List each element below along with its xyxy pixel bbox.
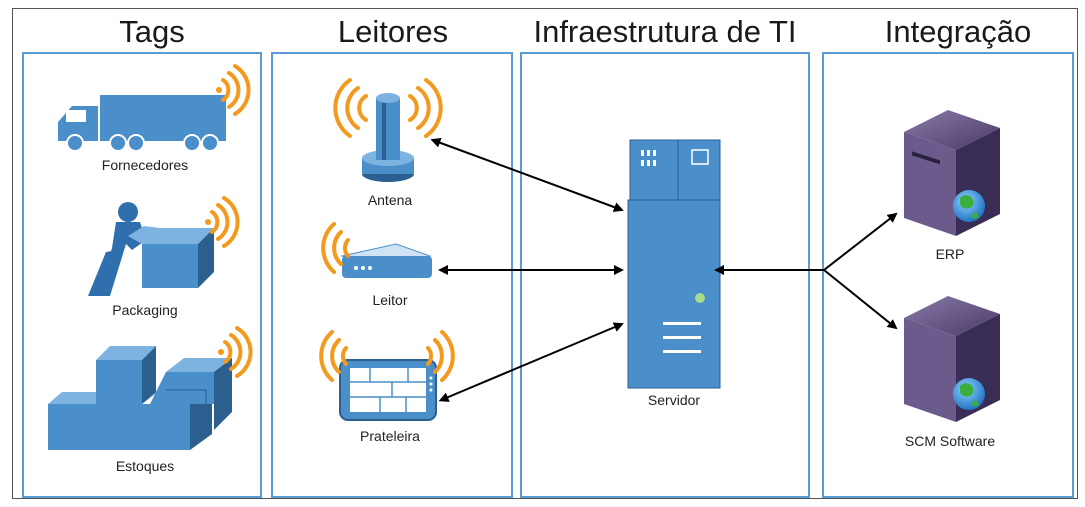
shelf-tablet-icon: [339, 359, 437, 421]
reader-device-icon: [340, 243, 432, 278]
label-inventory: Estoques: [115, 458, 175, 474]
packaging-icon: [88, 202, 214, 296]
label-shelf: Prateleira: [360, 428, 420, 444]
diagram-frame: [12, 8, 1078, 499]
truck-icon: [58, 95, 226, 152]
inventory-boxes-icon: [48, 346, 232, 450]
panel-tags: [22, 52, 262, 498]
label-scm: SCM Software: [904, 433, 996, 449]
column-title-readers: Leitores: [337, 14, 449, 49]
arrow-antenna-server: [430, 138, 624, 212]
label-reader: Leitor: [372, 292, 408, 308]
antenna-signal-icon: [333, 78, 443, 138]
label-antenna: Antena: [367, 192, 413, 208]
server-rack-icon: [627, 139, 721, 389]
column-title-tags: Tags: [119, 14, 185, 49]
arrow-hub-erp: [823, 212, 898, 271]
rfid-signal-icon: [216, 64, 251, 116]
panel-infra: [520, 52, 810, 498]
label-server: Servidor: [647, 392, 701, 408]
panel-readers: [271, 52, 513, 498]
panel-integration: [822, 52, 1074, 498]
column-title-integration: Integração: [884, 14, 1032, 49]
label-erp: ERP: [935, 246, 965, 262]
scm-server-icon: [904, 296, 1000, 422]
arrow-hub-scm: [823, 269, 898, 330]
antenna-icon: [362, 93, 414, 182]
column-title-infra: Infraestrutura de TI: [533, 14, 797, 49]
arrow-shelf-server: [438, 322, 624, 402]
erp-server-icon: [904, 110, 1000, 236]
label-suppliers: Fornecedores: [101, 157, 189, 173]
label-packaging: Packaging: [112, 302, 178, 318]
